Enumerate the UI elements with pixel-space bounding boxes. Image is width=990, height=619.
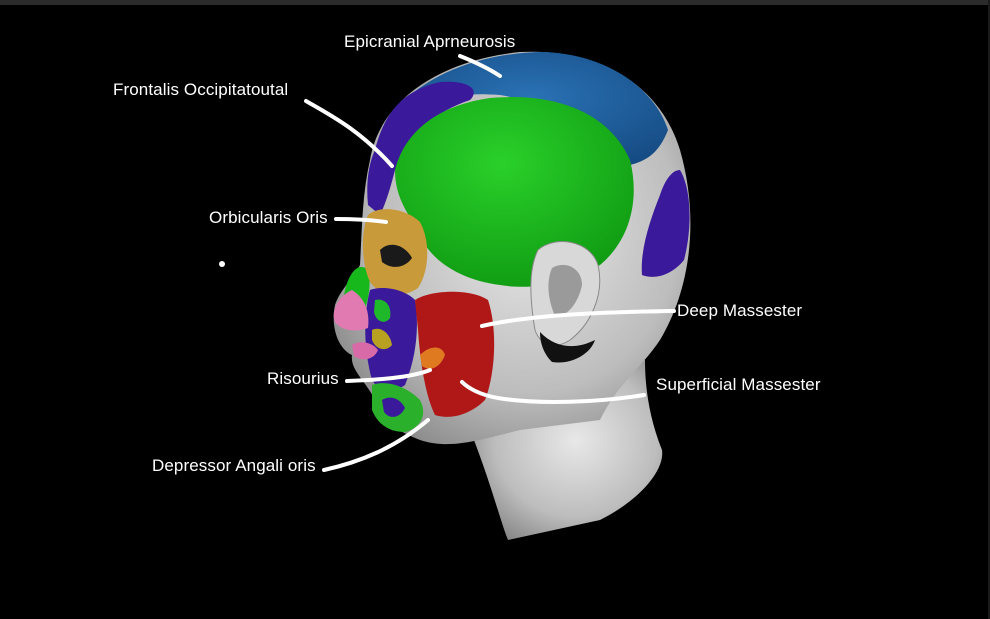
label-epicranial-aponeurosis: Epicranial Aprneurosis [344, 32, 516, 51]
line-risorius [345, 368, 432, 383]
line-epicranial [458, 54, 502, 78]
label-depressor-anguli-oris: Depressor Angali oris [152, 456, 316, 475]
window-top-border [0, 0, 990, 5]
masseter-region [415, 291, 495, 417]
risorius-region [420, 347, 445, 369]
label-lines [304, 54, 676, 472]
epicranial-region [395, 52, 668, 165]
occipital-region [641, 170, 690, 277]
eye-shadow [380, 244, 412, 267]
nose [333, 290, 369, 331]
label-frontalis-occipitalis: Frontalis Occipitatoutal [113, 80, 289, 99]
frontalis-region [395, 97, 634, 287]
label-superficial-masseter: Superficial Massester [656, 375, 821, 394]
line-deep [480, 309, 676, 328]
ear-inner [548, 264, 582, 317]
temporal-region [367, 81, 474, 215]
lips [352, 342, 378, 360]
window-right-border [988, 0, 990, 619]
line-depressor [322, 418, 430, 472]
nasal-green [374, 299, 391, 322]
line-orbicularis [334, 217, 388, 224]
line-frontalis [304, 99, 394, 168]
line-superficial [460, 380, 646, 404]
label-orbicularis-oris: Orbicularis Oris [209, 208, 328, 227]
label-deep-masseter: Deep Massester [677, 301, 803, 320]
upper-lip-yellow [372, 328, 392, 350]
label-risorius: Risourius [267, 369, 339, 388]
chin-purple [382, 397, 405, 417]
light-dot [219, 261, 225, 267]
ear-shadow [540, 332, 595, 363]
